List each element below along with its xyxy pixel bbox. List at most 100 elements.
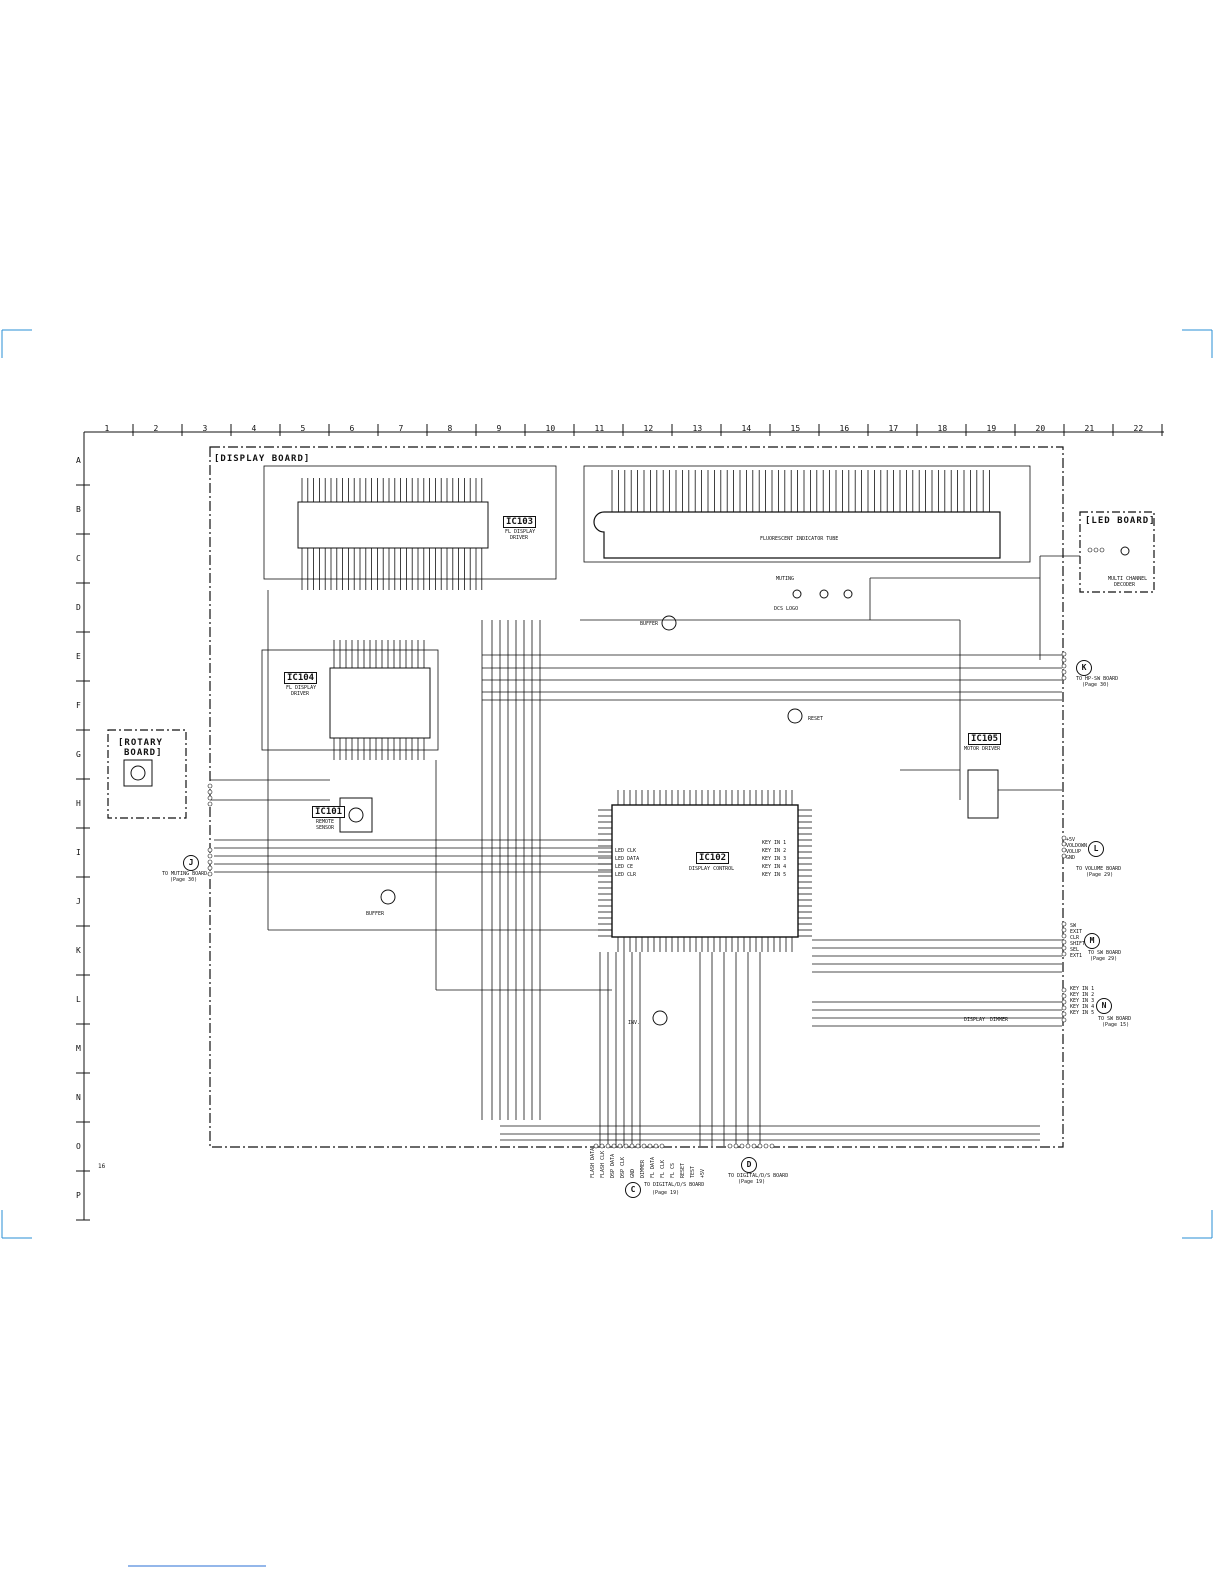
fl-tube-body	[593, 511, 1001, 559]
grid-row-label: C	[76, 553, 81, 563]
pin-label: FL CS	[670, 1162, 676, 1178]
pin-label: LED CE	[615, 864, 634, 870]
grid-row-label: K	[76, 945, 81, 955]
fl-tube-region	[583, 465, 1031, 563]
grid-column-label: 4	[251, 424, 257, 433]
pins	[207, 547, 1105, 1149]
connector-c: C	[625, 1182, 641, 1198]
pin-label: VOLUP	[1066, 849, 1082, 855]
connector-k-page: (Page 30)	[1082, 682, 1110, 688]
connector-n-page: (Page 15)	[1102, 1022, 1130, 1028]
grid-row-label: D	[76, 602, 81, 612]
q106-label: RESET	[808, 716, 824, 722]
pin-label: KEY IN 1	[762, 840, 787, 846]
led-dimmer-label: DIMMER	[990, 1017, 1009, 1023]
connector-m-page: (Page 29)	[1090, 956, 1118, 962]
pin-label: +5V	[1066, 837, 1076, 843]
pin-label: FL CLK	[660, 1159, 666, 1178]
grid-row-label: G	[76, 749, 81, 759]
pin-label: KEY IN 2	[1070, 992, 1095, 998]
pin-label: KEY IN 5	[1070, 1010, 1095, 1016]
grid-column-label: 17	[888, 424, 899, 433]
connector-k: K	[1076, 660, 1092, 676]
grid-column-label: 13	[692, 424, 703, 433]
grid-row-label: L	[76, 994, 81, 1004]
pin-label: KEY IN 4	[1070, 1004, 1095, 1010]
pin-label: FLASH DATA	[590, 1147, 596, 1178]
pin-label: KEY IN 1	[1070, 986, 1095, 992]
connector-n: N	[1096, 998, 1112, 1014]
ic104-region	[261, 649, 439, 751]
ic102-label: IC102	[696, 852, 730, 864]
connector-k-dest: TO HP-SW BOARD	[1076, 676, 1119, 682]
grid-row-label: B	[76, 504, 81, 514]
ic101-desc-1: REMOTE	[316, 819, 335, 825]
grid-column-label: 14	[741, 424, 752, 433]
pin-label: EXT1	[1070, 953, 1083, 959]
ic104-desc-1: FL DISPLAY	[286, 685, 317, 691]
ic104-label: IC104	[284, 672, 318, 684]
pin-label: KEY IN 5	[762, 872, 787, 878]
grid-column-label: 6	[349, 424, 355, 433]
wiring	[210, 470, 1080, 1146]
grid-row-label: I	[76, 847, 81, 857]
q101-label: BUFFER	[366, 911, 385, 917]
q105-label: BUFFER	[640, 621, 659, 627]
crop-marks	[1, 329, 1213, 1239]
pin-label: TEST	[690, 1165, 696, 1178]
connector-l-dest: TO VOLUME BOARD	[1076, 866, 1122, 872]
grid-row-label: J	[76, 896, 81, 906]
pin-label: LED CLR	[615, 872, 637, 878]
grid-row-label: H	[76, 798, 81, 808]
ic104-desc-2: DRIVER	[291, 691, 310, 697]
grid-row-label: M	[76, 1043, 81, 1053]
ic103-label: IC103	[503, 516, 537, 528]
grid-column-label: 1	[104, 424, 110, 433]
fl-tube-label: FLUORESCENT INDICATOR TUBE	[760, 536, 839, 542]
led-muting-label: MUTING	[776, 576, 795, 582]
connector-c-dest: TO DIGITAL/D/S BOARD	[644, 1182, 705, 1188]
connector-l: L	[1088, 841, 1104, 857]
connector-d-dest: TO DIGITAL/D/S BOARD	[728, 1173, 789, 1179]
connector-j: J	[183, 855, 199, 871]
transistors	[380, 615, 803, 1026]
leds	[792, 546, 1130, 599]
grid-column-label: 7	[398, 424, 404, 433]
pin-label: KEY IN 3	[1070, 998, 1095, 1004]
pin-label: KEY IN 3	[762, 856, 787, 862]
grid-column-label: 5	[300, 424, 306, 433]
ic103-body	[297, 501, 489, 549]
grid-row-label: F	[76, 700, 81, 710]
pin-label: LED CLK	[615, 848, 637, 854]
led-display-label: DISPLAY	[964, 1017, 986, 1023]
grid-column-label: 18	[937, 424, 948, 433]
pin-label: SHIFT	[1070, 941, 1086, 947]
grid-row-label: E	[76, 651, 81, 661]
connector-j-dest: TO MUTING BOARD	[162, 871, 208, 877]
ic103-desc-1: FL DISPLAY	[505, 529, 536, 535]
pin-label: +5V	[700, 1168, 706, 1178]
grid-column-label: 8	[447, 424, 453, 433]
pin-label: RESET	[680, 1162, 686, 1178]
grid-column-label: 16	[839, 424, 850, 433]
grid-column-label: 21	[1084, 424, 1095, 433]
grid-column-label: 22	[1133, 424, 1144, 433]
pin-label: DSP DATA	[610, 1153, 616, 1178]
pin-label: CLR	[1070, 935, 1080, 941]
connector-m: M	[1084, 933, 1100, 949]
pin-label: VOLDOWN	[1066, 843, 1088, 849]
pin-label: EXIT	[1070, 929, 1083, 935]
connector-c-page: (Page 19)	[652, 1190, 680, 1196]
ic105-desc: MOTOR DRIVER	[964, 746, 1001, 752]
grid-row-label: N	[76, 1092, 81, 1102]
pin-label: LED DATA	[615, 856, 640, 862]
pin-label: KEY IN 2	[762, 848, 787, 854]
grid-frame	[83, 431, 1164, 1220]
connector-n-dest: TO SW BOARD	[1098, 1016, 1132, 1022]
connector-d-page: (Page 19)	[738, 1179, 766, 1185]
grid-column-label: 2	[153, 424, 159, 433]
pin-label: DIMMER	[640, 1159, 646, 1178]
led-board-outline	[1079, 511, 1155, 593]
grid-column-label: 3	[202, 424, 208, 433]
ic101-label: IC101	[312, 806, 346, 818]
